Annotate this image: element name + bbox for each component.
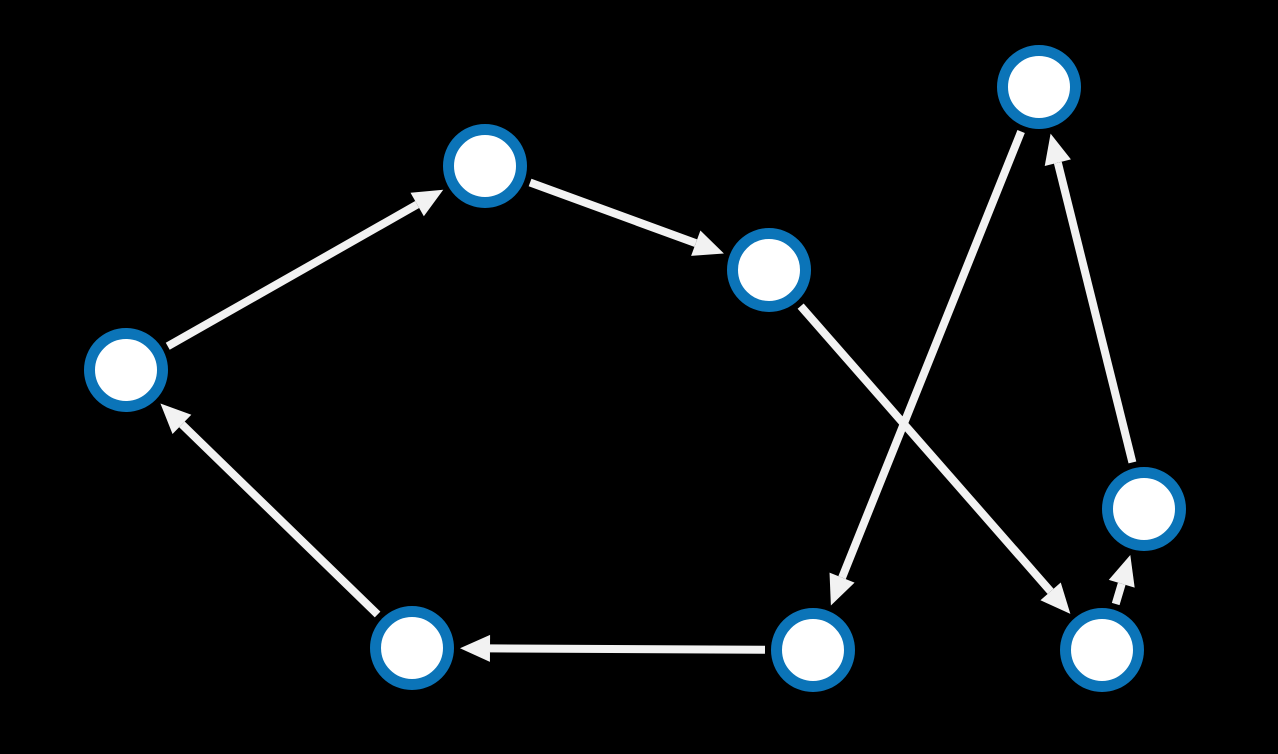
- graph-edge-arrowhead: [1108, 555, 1135, 588]
- graph-node[interactable]: [997, 45, 1081, 129]
- graph-node-circle[interactable]: [370, 606, 454, 690]
- graph-node-circle[interactable]: [84, 328, 168, 412]
- graph-edge-arrowhead: [1044, 133, 1071, 166]
- graph-node[interactable]: [84, 328, 168, 412]
- edges-layer: [160, 130, 1137, 662]
- graph-node[interactable]: [1102, 467, 1186, 551]
- graph-edge-line: [489, 644, 766, 654]
- graph-edge-line: [838, 130, 1025, 580]
- graph-node-circle[interactable]: [727, 228, 811, 312]
- graph-edge-arrowhead: [829, 572, 855, 606]
- graph-node-circle[interactable]: [771, 608, 855, 692]
- graph-node-circle[interactable]: [1102, 467, 1186, 551]
- graph-edge-line: [1111, 582, 1126, 606]
- graph-edge-arrowhead: [160, 403, 192, 435]
- graph-edge-arrowhead: [1040, 582, 1071, 614]
- graph-edge-arrowhead: [459, 634, 491, 662]
- graph-node-circle[interactable]: [997, 45, 1081, 129]
- graph-node[interactable]: [443, 124, 527, 208]
- graph-edge-line: [528, 178, 698, 247]
- nodes-layer: [84, 45, 1186, 692]
- graph-node[interactable]: [727, 228, 811, 312]
- graph-node-circle[interactable]: [443, 124, 527, 208]
- graph-edge-line: [797, 303, 1054, 594]
- graph-edge-arrowhead: [410, 189, 444, 217]
- graph-node[interactable]: [771, 608, 855, 692]
- graph-edge-arrowhead: [691, 230, 724, 256]
- graph-edge-line: [165, 201, 420, 350]
- graph-node[interactable]: [370, 606, 454, 690]
- graph-node[interactable]: [1060, 608, 1144, 692]
- graph-node-circle[interactable]: [1060, 608, 1144, 692]
- graph-edge-line: [1053, 161, 1137, 464]
- graph-edge-line: [179, 421, 381, 618]
